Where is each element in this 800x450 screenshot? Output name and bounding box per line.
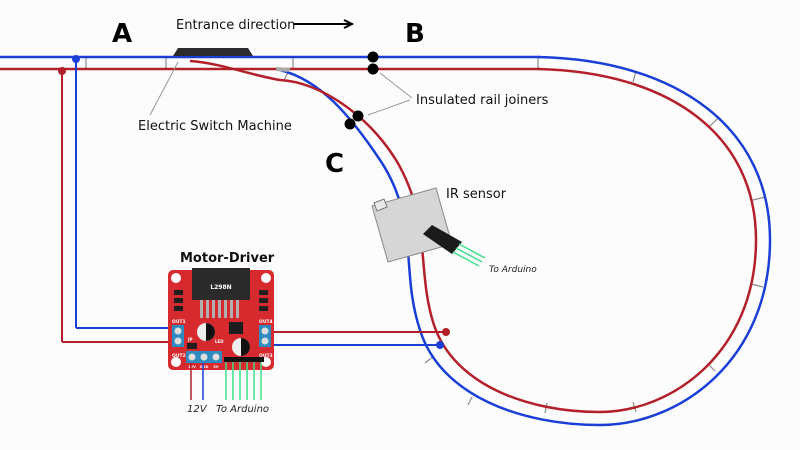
pin-gnd-label: GND bbox=[200, 365, 209, 369]
driver-signal-wires bbox=[225, 362, 262, 400]
ir-sensor bbox=[371, 187, 486, 267]
switch-frog bbox=[275, 67, 291, 72]
motor-driver-board bbox=[168, 268, 274, 370]
out2-label: OUT2 bbox=[172, 353, 186, 359]
power-12v-label: 12V bbox=[187, 404, 208, 415]
rail-inner-loop bbox=[189, 59, 758, 414]
out4-label: OUT4 bbox=[259, 319, 273, 325]
leader-lines bbox=[149, 61, 413, 116]
ir-sensor-label: IR sensor bbox=[446, 187, 507, 202]
led-label: LED bbox=[215, 339, 224, 344]
pin-12v-label: 12V bbox=[188, 365, 196, 369]
entrance-arrow-icon bbox=[294, 19, 355, 29]
out1-label: OUT1 bbox=[172, 319, 186, 325]
section-c-label: C bbox=[325, 149, 344, 179]
pin-5v-label: 5V bbox=[213, 365, 218, 369]
insulated-joiners bbox=[344, 51, 379, 130]
driver-to-arduino-label: To Arduino bbox=[216, 404, 269, 415]
feeder-wires-a bbox=[58, 55, 176, 343]
ir-to-arduino-label: To Arduino bbox=[489, 265, 537, 275]
switch-machine bbox=[173, 48, 253, 56]
jp-label: JP bbox=[187, 337, 192, 342]
out3-label: OUT3 bbox=[259, 353, 273, 359]
chip-label: L298N bbox=[210, 284, 231, 291]
motor-driver-label: Motor-Driver bbox=[180, 251, 275, 266]
section-a-label: A bbox=[112, 19, 132, 49]
rail-outer-loop bbox=[279, 55, 772, 427]
section-b-label: B bbox=[405, 19, 425, 49]
switch-machine-label: Electric Switch Machine bbox=[138, 119, 292, 134]
feeder-wires-c bbox=[266, 328, 450, 349]
entrance-direction-label: Entrance direction bbox=[176, 18, 295, 33]
insulated-joiners-label: Insulated rail joiners bbox=[416, 93, 549, 108]
